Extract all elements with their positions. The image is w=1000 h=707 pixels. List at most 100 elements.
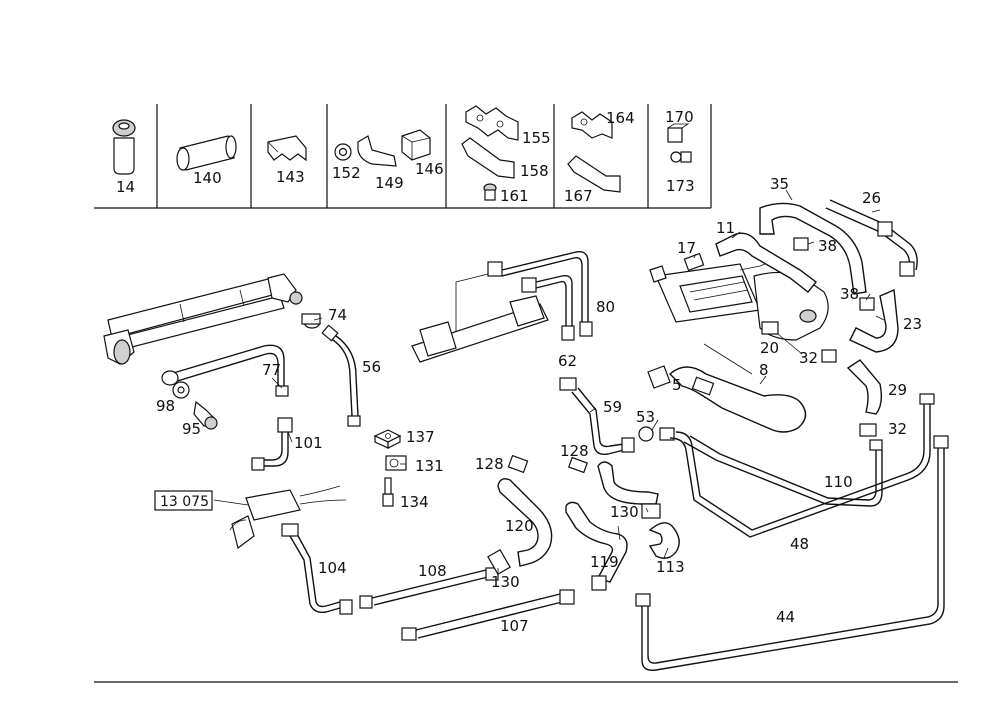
fuel-line-77-drawing <box>161 344 289 397</box>
part-137-nut-drawing <box>373 429 402 449</box>
part-167-bracket-drawing <box>567 155 621 193</box>
fuel-line-44-drawing <box>635 435 949 671</box>
part-143-block-drawing <box>267 135 307 162</box>
callout-143: 143 <box>276 168 305 186</box>
hose-119-drawing <box>565 501 628 591</box>
callout-173: 173 <box>666 177 695 195</box>
callout-170: 170 <box>665 108 694 126</box>
leader-lines <box>213 189 885 575</box>
small-parts-table <box>94 104 712 209</box>
callout-164: 164 <box>606 109 635 127</box>
part-164-clamp-drawing <box>571 111 613 139</box>
callout-14: 14 <box>116 178 135 196</box>
fuel-line-48-drawing <box>669 393 935 538</box>
fuel-line-107-drawing <box>401 589 575 641</box>
part-14-plug-drawing <box>112 119 136 175</box>
fuel-line-101-drawing <box>251 417 293 471</box>
part-53-clamp-drawing <box>638 426 675 442</box>
hose-35-drawing <box>759 202 867 295</box>
callout-56: 56 <box>362 358 381 376</box>
callout-137: 137 <box>406 428 435 446</box>
callout-11: 11 <box>716 219 735 237</box>
callout-77: 77 <box>262 361 281 379</box>
callout-53: 53 <box>636 408 655 426</box>
part-140-sleeve-drawing <box>176 135 237 171</box>
part-130-clamp-drawing <box>487 549 511 575</box>
part-146-clip-drawing <box>401 129 431 161</box>
hose-11-drawing <box>715 232 817 293</box>
callout-80: 80 <box>596 298 615 316</box>
callout-38a: 38 <box>818 237 837 255</box>
part-98-washer-drawing <box>172 381 190 399</box>
fuel-line-62-drawing <box>521 274 575 341</box>
callout-23: 23 <box>903 315 922 333</box>
part-170-clip-drawing <box>667 123 690 143</box>
callout-62: 62 <box>558 352 577 370</box>
callout-161: 161 <box>500 187 529 205</box>
callout-131: 131 <box>415 457 444 475</box>
part-173-clip-drawing <box>670 151 692 163</box>
callout-29: 29 <box>888 381 907 399</box>
callout-98: 98 <box>156 397 175 415</box>
callout-32a: 32 <box>799 349 818 367</box>
callout-146: 146 <box>415 160 444 178</box>
part-152-nut-drawing <box>334 143 352 161</box>
callout-32b: 32 <box>888 420 907 438</box>
callout-44: 44 <box>776 608 795 626</box>
callout-130b: 130 <box>491 573 520 591</box>
callout-119: 119 <box>590 553 619 571</box>
hose-8-drawing <box>668 366 807 433</box>
callout-152: 152 <box>332 164 361 182</box>
callout-35: 35 <box>770 175 789 193</box>
hose-23-drawing <box>849 288 899 353</box>
callout-110: 110 <box>824 473 853 491</box>
hose-29-drawing <box>846 359 883 415</box>
callout-155: 155 <box>522 129 551 147</box>
callout-140: 140 <box>193 169 222 187</box>
callout-59: 59 <box>603 398 622 416</box>
callout-104: 104 <box>318 559 347 577</box>
callout-158: 158 <box>520 162 549 180</box>
callout-95: 95 <box>182 420 201 438</box>
callout-120: 120 <box>505 517 534 535</box>
callout-20: 20 <box>760 339 779 357</box>
callout-74: 74 <box>328 306 347 324</box>
callout-167: 167 <box>564 187 593 205</box>
callout-134: 134 <box>400 493 429 511</box>
callout-149: 149 <box>375 174 404 192</box>
part-128-clamp-drawing <box>507 454 588 474</box>
callout-128b: 128 <box>475 455 504 473</box>
callout-5: 5 <box>672 376 682 394</box>
pressure-sender-drawing <box>229 485 347 550</box>
fuel-rail-left-drawing <box>103 273 303 365</box>
part-32-clamp-drawing <box>821 349 877 437</box>
callout-128a: 128 <box>560 442 589 460</box>
fuel-line-26-drawing <box>825 199 918 277</box>
callout-101: 101 <box>294 434 323 452</box>
callout-113: 113 <box>656 558 685 576</box>
part-134-bolt-drawing <box>382 477 394 507</box>
callout-17: 17 <box>677 239 696 257</box>
part-155-clamp-drawing <box>465 105 519 141</box>
part-95-bolt-drawing <box>193 400 218 430</box>
callout-107: 107 <box>500 617 529 635</box>
part-131-clip-drawing <box>385 455 407 471</box>
reference-box <box>154 490 213 511</box>
hose-113-drawing <box>597 461 680 559</box>
part-5-connector-drawing <box>647 365 671 389</box>
part-20-clamp-drawing <box>761 321 779 335</box>
callout-8: 8 <box>759 361 769 379</box>
fuel-line-104-drawing <box>281 523 353 615</box>
fuel-line-108-drawing <box>359 567 499 609</box>
part-149-bracket-drawing <box>357 135 397 167</box>
part-158-bracket-drawing <box>461 137 515 179</box>
fuel-line-56-drawing <box>321 324 361 427</box>
callout-26: 26 <box>862 189 881 207</box>
callout-130a: 130 <box>610 503 639 521</box>
callout-48: 48 <box>790 535 809 553</box>
fuel-line-80-drawing <box>487 251 593 337</box>
fuel-rail-middle-drawing <box>411 271 549 363</box>
part-74-clip-drawing <box>301 313 321 329</box>
callout-108: 108 <box>418 562 447 580</box>
